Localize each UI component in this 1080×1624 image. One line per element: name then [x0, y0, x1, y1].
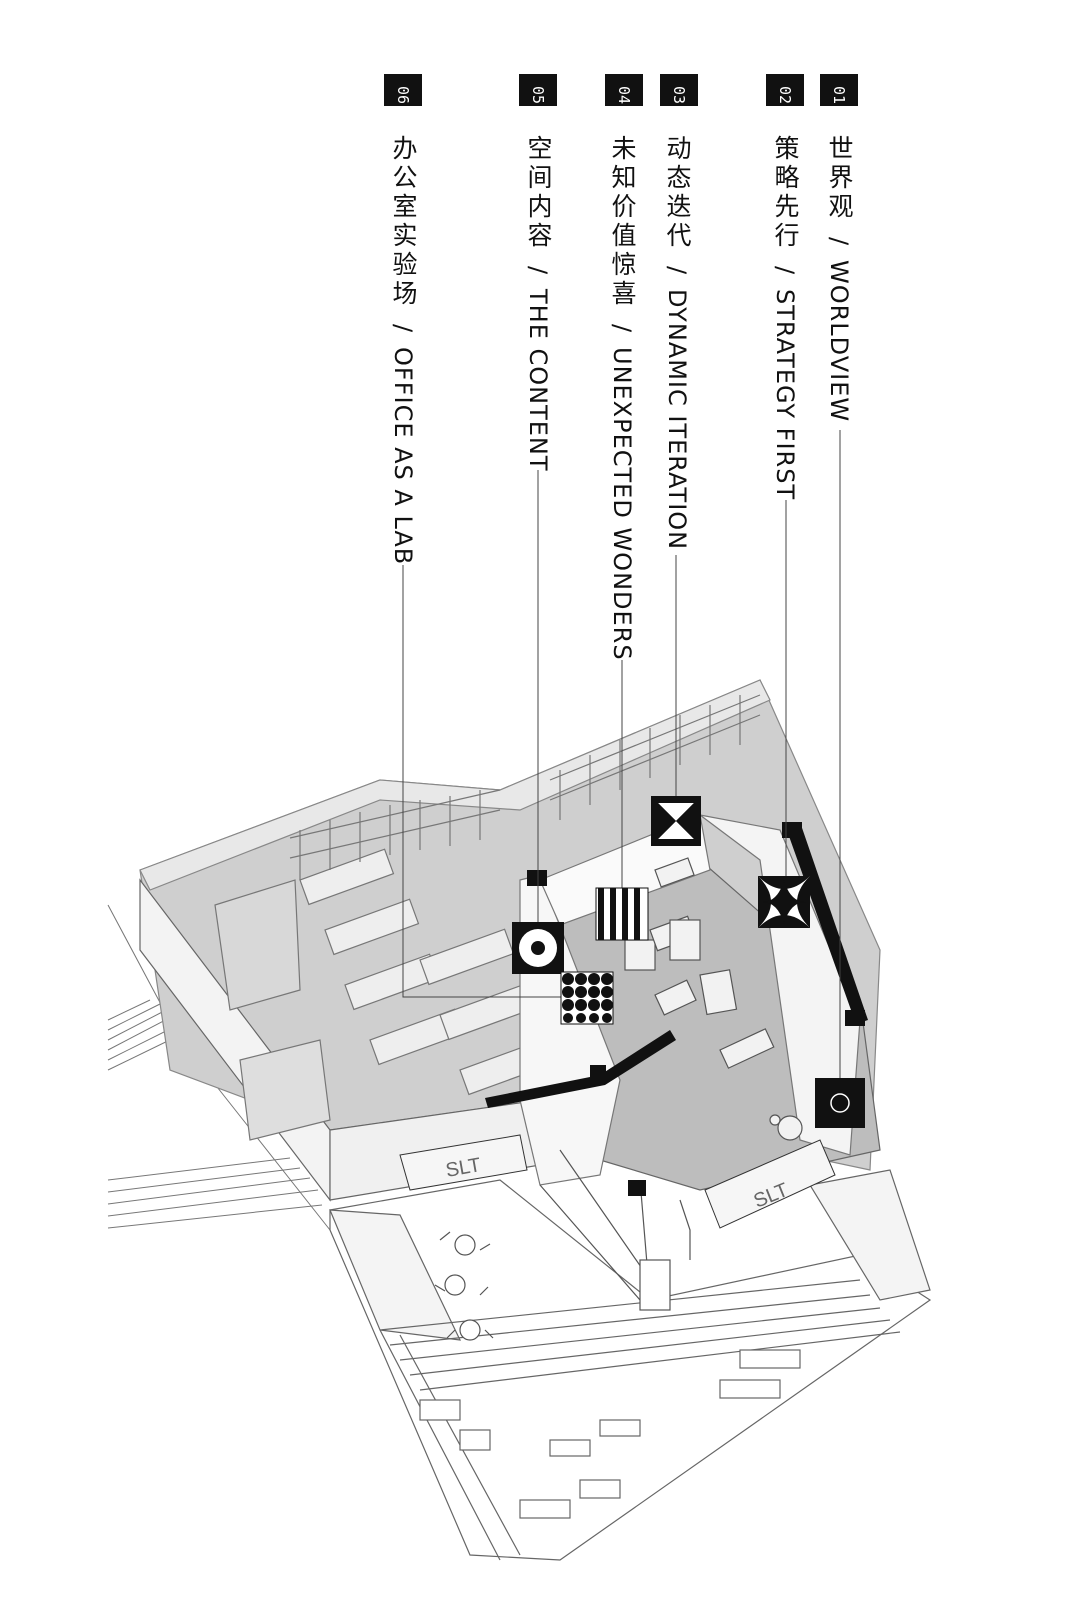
- label-06: 办公室实验场 / OFFICE AS A LAB: [389, 135, 418, 566]
- leader-lines: [402, 430, 841, 1090]
- leader-06: [402, 565, 578, 998]
- marker-05-target-icon: [512, 922, 564, 974]
- office-shelving: [289, 694, 761, 880]
- badge-03: 03: [660, 74, 698, 106]
- office-block-wall: [139, 679, 771, 891]
- label-02: 策略先行 / STRATEGY FIRST: [771, 135, 800, 501]
- marker-02-star-icon: [758, 876, 810, 928]
- gallery-furniture: [624, 857, 803, 1141]
- label-01-en: WORLDVIEW: [825, 260, 853, 423]
- marker-03-hourglass-icon: [651, 796, 701, 846]
- plaza-floor: [329, 1179, 932, 1561]
- accent-walls: [485, 822, 868, 1196]
- label-06-en: OFFICE AS A LAB: [389, 347, 417, 566]
- label-02-en: STRATEGY FIRST: [771, 289, 799, 501]
- marker-06-dot-grid-icon: [560, 971, 614, 1025]
- entry-frames: [539, 1149, 691, 1311]
- label-04-en: UNEXPECTED WONDERS: [608, 347, 636, 661]
- label-02-cn: 策略先行: [771, 135, 800, 251]
- core-block: [214, 879, 301, 1011]
- sign-left: [399, 1134, 528, 1191]
- marker-01-circle-icon: [815, 1078, 865, 1128]
- label-04: 未知价值惊喜 / UNEXPECTED WONDERS: [608, 135, 637, 661]
- badge-06: 06: [384, 74, 422, 106]
- label-03-cn: 动态迭代: [663, 135, 692, 251]
- plaza-steps: [379, 1279, 901, 1561]
- label-04-cn: 未知价值惊喜: [608, 135, 637, 309]
- label-01-cn: 世界观: [825, 135, 854, 222]
- badge-02: 02: [766, 74, 804, 106]
- label-03-en: DYNAMIC ITERATION: [663, 289, 691, 551]
- label-03: 动态迭代 / DYNAMIC ITERATION: [663, 135, 692, 551]
- badge-01: 01: [820, 74, 858, 106]
- label-01: 世界观 / WORLDVIEW: [825, 135, 854, 423]
- label-05: 空间内容 / THE CONTENT: [524, 135, 553, 472]
- office-desks: [299, 848, 545, 1096]
- plaza-cafe-tables: [434, 1231, 494, 1341]
- gallery-right-wall: [699, 814, 861, 1156]
- label-06-cn: 办公室实验场: [389, 135, 418, 309]
- badge-05: 05: [519, 74, 557, 106]
- label-05-cn: 空间内容: [524, 135, 553, 251]
- badge-04: 04: [605, 74, 643, 106]
- label-05-en: THE CONTENT: [524, 289, 552, 472]
- marker-04-stripes-icon: [595, 887, 649, 941]
- sign-right: [704, 1139, 836, 1229]
